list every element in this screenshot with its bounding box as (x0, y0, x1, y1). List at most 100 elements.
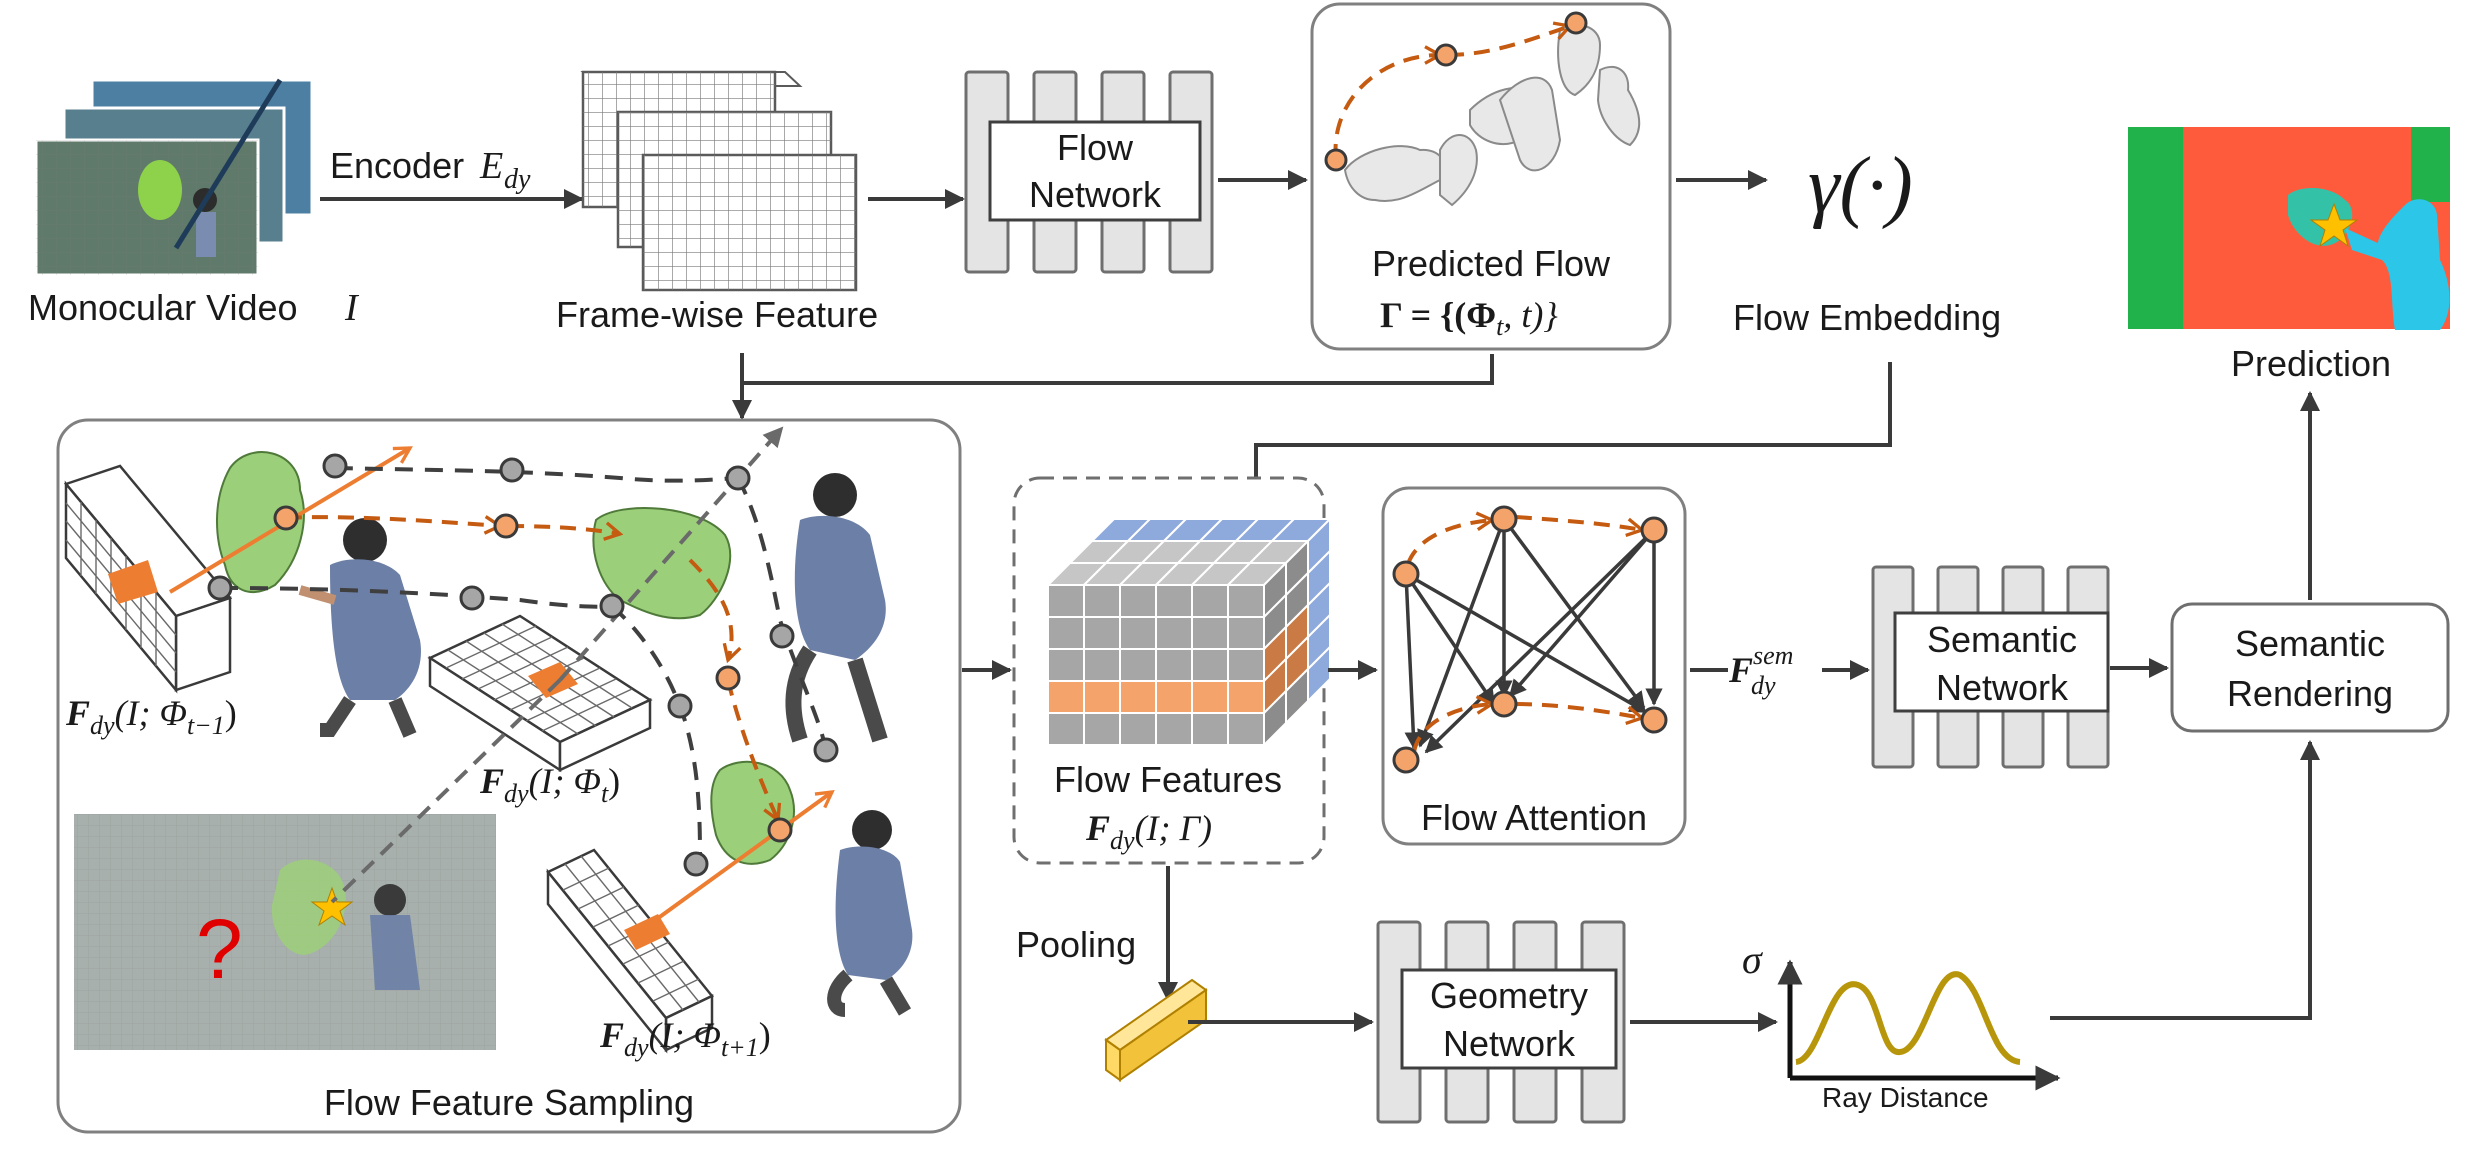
cube-front-cell (1227, 648, 1265, 682)
f-sem-main: F (1728, 650, 1753, 690)
cube-front-cell (1047, 680, 1085, 714)
arrow-density-to-rendering (2050, 740, 2320, 1020)
cube-side-cell (1307, 644, 1331, 704)
monocular-video-symbol: I (344, 287, 360, 329)
f-prev-index: t−1 (187, 711, 225, 740)
cube-front-cell (1155, 648, 1193, 682)
orange-flow-2 (507, 526, 620, 534)
flow-features-cube (1045, 516, 1333, 748)
trajectory-node-orange (273, 505, 299, 531)
predicted-flow-node (1324, 148, 1348, 172)
cube-front-cell (1119, 584, 1157, 618)
flow-features-formula: Fdy(I; Γ) (1085, 808, 1212, 855)
semantic-rendering-box (2170, 602, 2450, 733)
flow-features-args: (I; Γ) (1135, 808, 1212, 848)
semantic-rendering-label-1: Semantic (2235, 623, 2385, 664)
frame-wise-feature-grids (580, 70, 858, 292)
cube-front-cell (1119, 712, 1157, 746)
cube-front-cell (1155, 616, 1193, 650)
sampling-ray-cur (558, 426, 784, 682)
trajectory-node (322, 453, 348, 479)
orange-flow-4 (726, 679, 778, 820)
f-prev-args: (I; Φ (115, 693, 187, 733)
trajectory-node-orange (493, 513, 519, 539)
cube-front-cell (1191, 616, 1229, 650)
pooled-feature (1104, 978, 1208, 1082)
f-cur-main: F (479, 761, 504, 801)
f-sem-sub: dy (1751, 671, 1776, 700)
ray-distance-label: Ray Distance (1822, 1082, 1989, 1113)
f-next-index: t+1 (721, 1033, 759, 1062)
geometry-network-label-2: Network (1443, 1023, 1576, 1064)
flow-attention-graph (1392, 505, 1668, 774)
f-cur-args: (I; Φ (529, 761, 601, 801)
trajectory-node (599, 593, 625, 619)
f-prev-label: Fdy(I; Φt−1) (65, 693, 237, 740)
trajectory-node (459, 585, 485, 611)
encoder-symbol: E (479, 145, 503, 187)
cube-front-cell (1083, 584, 1121, 618)
trajectory-node (207, 575, 233, 601)
trajectory-node (813, 737, 839, 763)
trajectory-top (334, 466, 739, 483)
geometry-network-label-1: Geometry (1430, 975, 1588, 1016)
predicted-flow-formula-main: Γ = {(Φ (1380, 295, 1496, 335)
predicted-flow-silhouettes (1343, 24, 1641, 207)
f-prev-sub: dy (90, 711, 115, 740)
flow-network (964, 70, 1214, 274)
cube-front-cell (1191, 680, 1229, 714)
f-next-sub: dy (624, 1033, 649, 1062)
cube-front-cell (1083, 712, 1121, 746)
semantic-network (1871, 565, 2110, 769)
cube-front-cell (1083, 616, 1121, 650)
predicted-flow-node (1434, 43, 1458, 67)
cube-front-cell (1083, 648, 1121, 682)
f-next-args: (I; Φ (649, 1015, 721, 1055)
cube-front-cell (1119, 648, 1157, 682)
cube-front-cell (1083, 680, 1121, 714)
f-next-main: F (599, 1015, 624, 1055)
cube-front-cell (1227, 616, 1265, 650)
f-sem-label: Fsem (1728, 641, 1793, 690)
cube-front-cell (1227, 712, 1265, 746)
prediction-label: Prediction (2231, 343, 2391, 384)
flow-features-main: F (1085, 808, 1110, 848)
frame-wise-feature-label: Frame-wise Feature (556, 294, 878, 335)
gamma-function: γ(·) (1808, 142, 1913, 230)
f-cur-index: t (601, 779, 609, 808)
encoder-subscript: dy (504, 164, 531, 195)
cube-front-cell (1155, 680, 1193, 714)
f-next-label: Fdy(I; Φt+1) (599, 1015, 771, 1062)
cube-front-cell (1191, 712, 1229, 746)
cube-front-cell (1119, 616, 1157, 650)
f-cur-label: Fdy(I; Φt) (479, 761, 620, 808)
question-mark-icon: ? (196, 902, 243, 996)
sigma-label: σ (1742, 937, 1763, 982)
monocular-video-label: Monocular Video (28, 287, 298, 328)
cube-front-cell (1047, 584, 1085, 618)
cube-front-cell (1047, 616, 1085, 650)
frame-figure-prev (216, 451, 421, 738)
flow-attention-label: Flow Attention (1421, 797, 1647, 838)
cube-front-cell (1227, 584, 1265, 618)
encoder-label: Encoder (330, 145, 464, 186)
f-next-close: ) (759, 1015, 771, 1055)
predicted-flow-path-1 (1333, 55, 1440, 161)
predicted-flow-formula-end: , t)} (1503, 295, 1558, 335)
prediction-segmentation-map (2128, 127, 2450, 330)
predicted-flow-path-2 (1447, 26, 1570, 57)
density-plot (1777, 959, 2061, 1091)
cube-front-cell (1047, 648, 1085, 682)
feature-grid-next (546, 848, 714, 1054)
star-icon (310, 886, 354, 927)
predicted-flow-label: Predicted Flow (1372, 243, 1611, 284)
frame-figure-cur (592, 473, 888, 743)
query-image (74, 814, 496, 1050)
sampling-ray-query (330, 678, 562, 904)
f-prev-close: ) (225, 693, 237, 733)
cube-front-cell (1227, 680, 1265, 714)
flow-network-label-2: Network (1029, 174, 1162, 215)
predicted-flow-formula: Γ = {(Φt, t)} (1380, 295, 1558, 341)
cube-front-cell (1119, 680, 1157, 714)
trajectory-right (736, 477, 828, 751)
